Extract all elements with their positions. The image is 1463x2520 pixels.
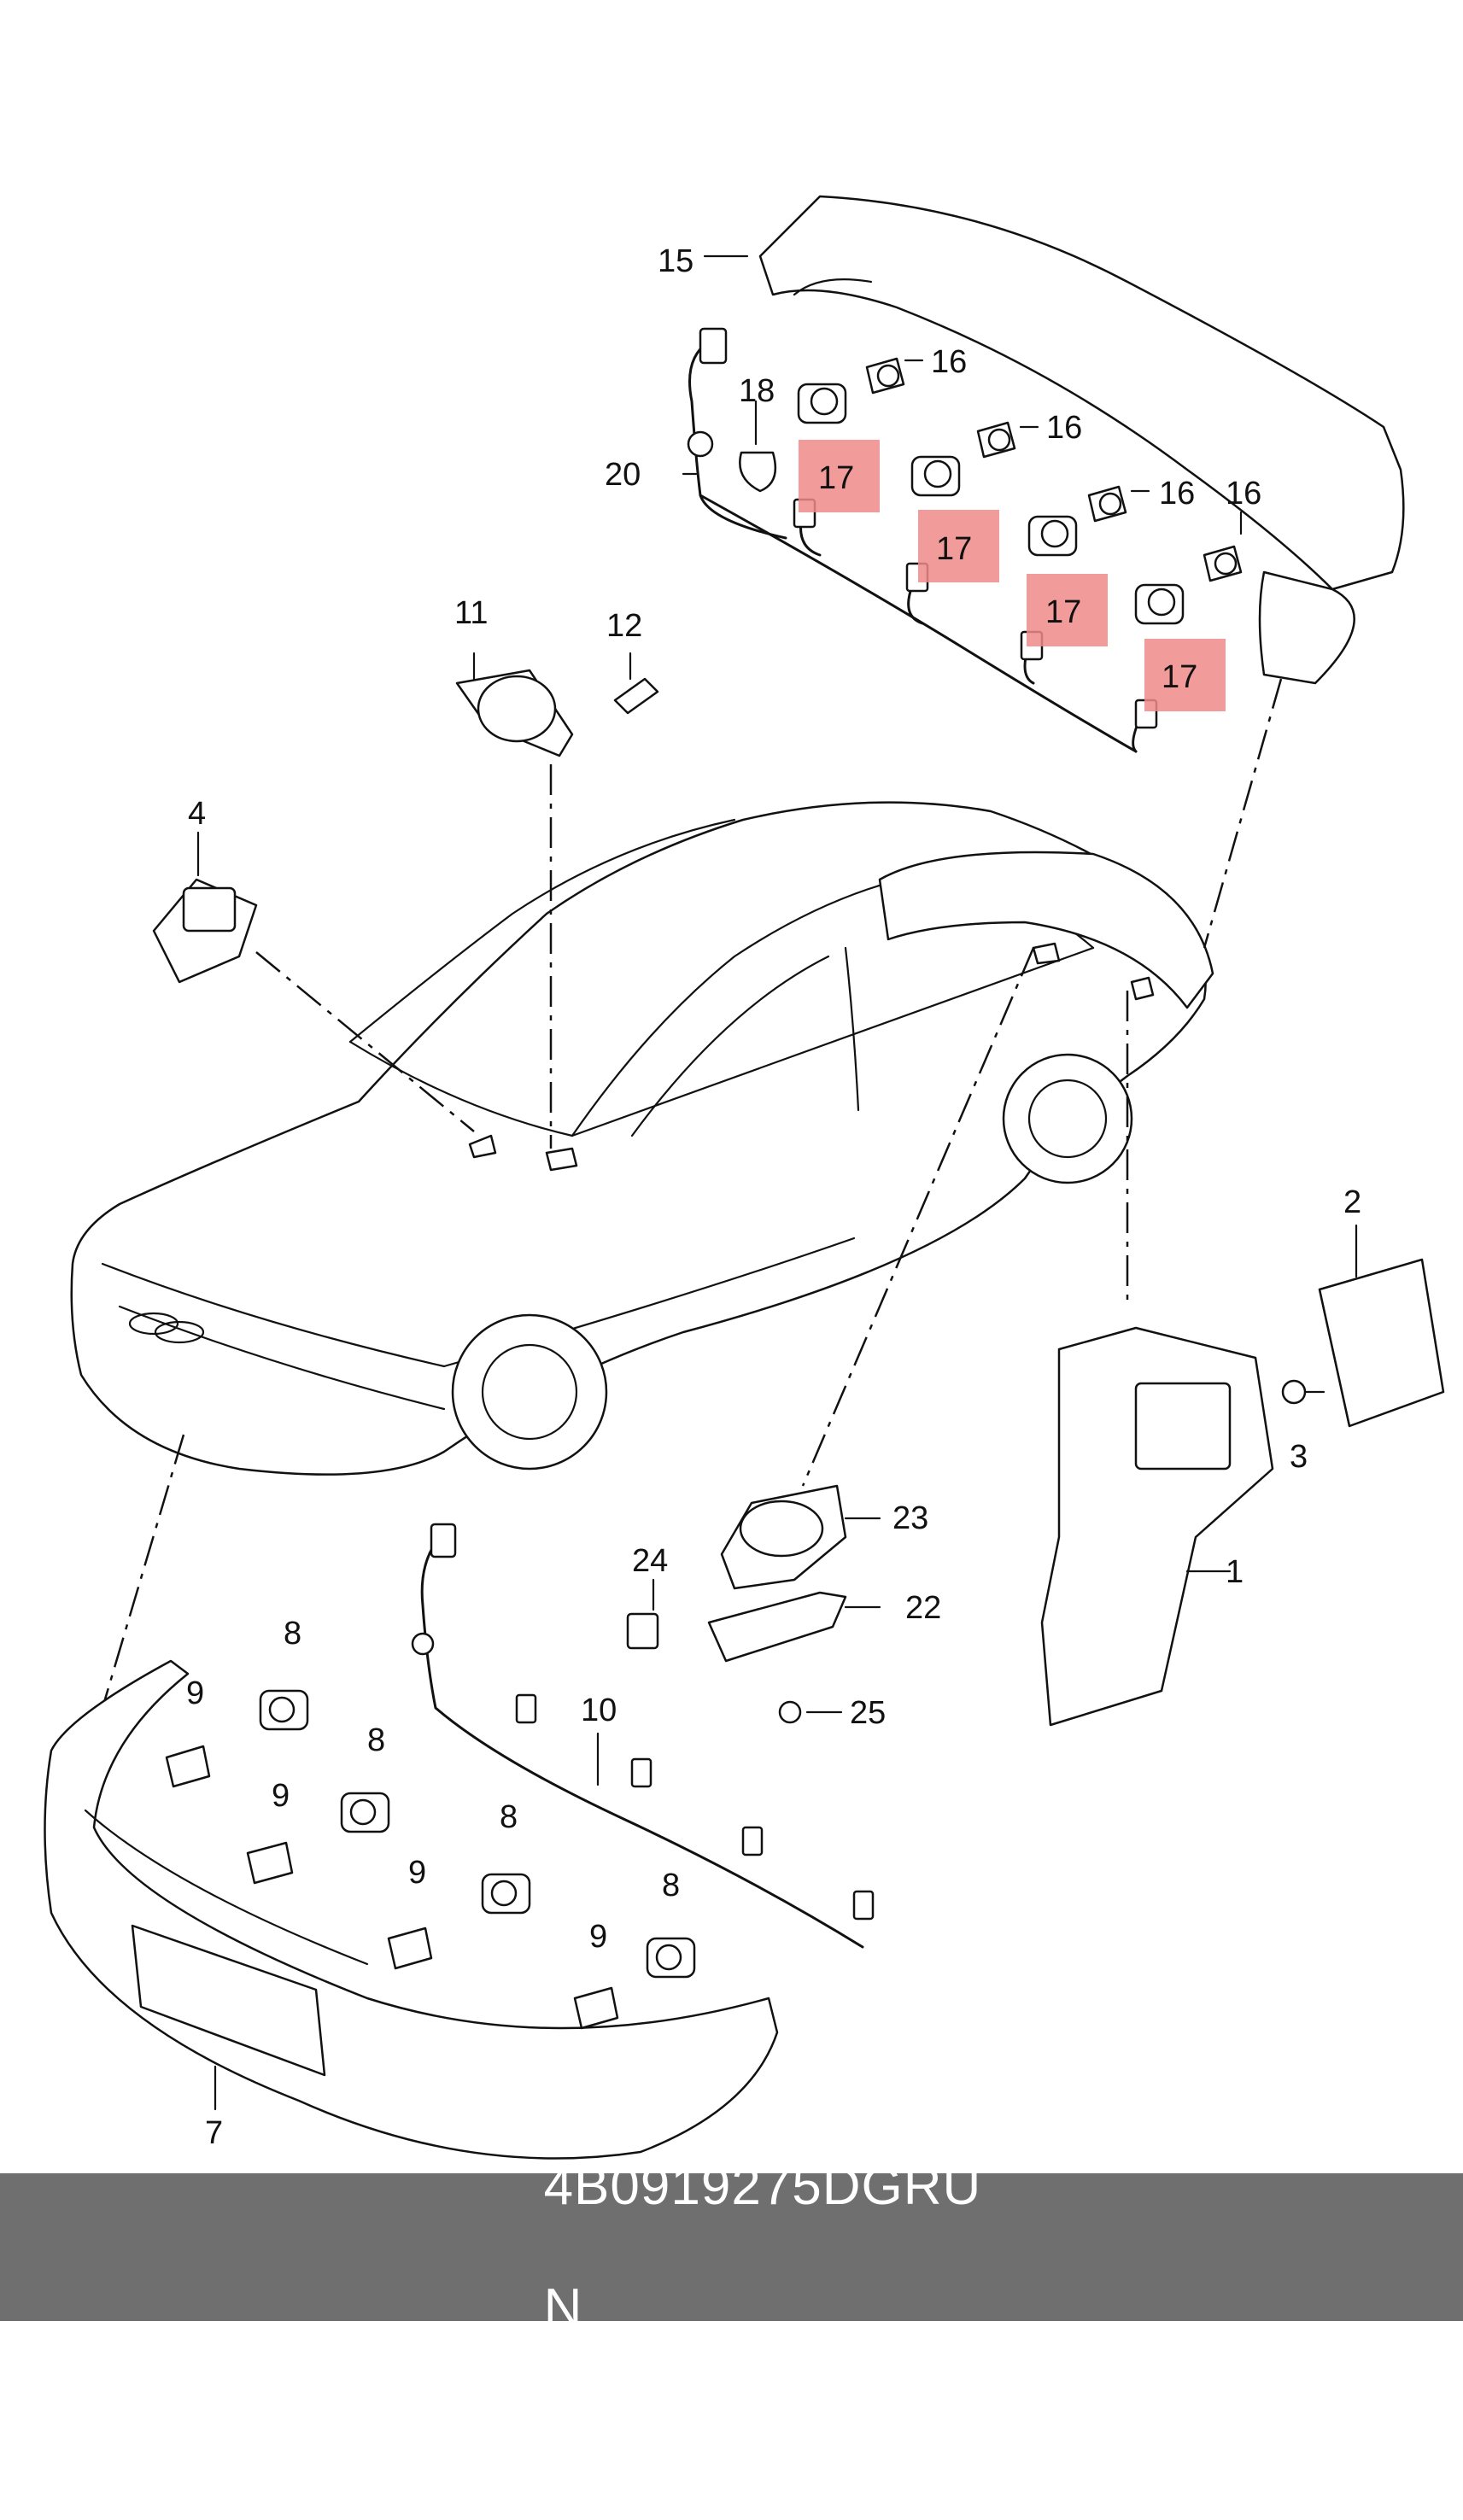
highlight-boxes: [799, 440, 1226, 711]
rear-leaders: [682, 254, 1243, 535]
callout-7: 7: [205, 2115, 223, 2151]
highlight-17-b: [918, 510, 999, 582]
callout-4: 4: [188, 796, 206, 832]
part-number: 4B0919275DGRU: [543, 2157, 982, 2216]
callout-12: 12: [606, 608, 642, 644]
position-prefix: N: [543, 2278, 583, 2337]
holder-9-d: [573, 1986, 619, 2030]
holder-9-a: [165, 1745, 211, 1788]
screw-25: [778, 1700, 843, 1724]
brand-separator: -: [543, 2096, 563, 2155]
part-number-footer: VAG - 4B0919275DGRU N - 17: [0, 2036, 1463, 2459]
holder-16-b: [976, 421, 1016, 459]
front-sensors: [165, 1689, 696, 2030]
bracket-1: [1040, 1326, 1274, 1727]
callout-10: 10: [581, 1693, 617, 1728]
holder-16-c: [1087, 485, 1127, 523]
callout-20: 20: [605, 457, 641, 493]
sensor-8-c: [481, 1873, 531, 1915]
control-module-2: [1318, 1224, 1445, 1428]
callout-17: 17: [1162, 659, 1197, 695]
callout-25: 25: [850, 1695, 886, 1731]
callout-22: 22: [905, 1590, 941, 1626]
rear-bumper-cover: [758, 195, 1405, 685]
callout-3: 3: [1290, 1439, 1308, 1475]
callout-16: 16: [1226, 476, 1261, 512]
clip-24: [626, 1578, 659, 1650]
footer-text: VAG - 4B0919275DGRU N - 17: [482, 1974, 982, 2520]
front-wiring-harness: [411, 1523, 875, 1949]
sensor-17-c: [1027, 515, 1078, 557]
position-number: 17: [543, 2400, 605, 2459]
brand-label: VAG: [543, 2036, 654, 2095]
sensor-8-d: [646, 1937, 696, 1979]
callout-17: 17: [818, 460, 854, 496]
callout-9: 9: [272, 1778, 290, 1814]
sensor-17-b: [910, 455, 961, 497]
callout-8: 8: [284, 1616, 301, 1652]
callout-8: 8: [367, 1722, 385, 1758]
callout-15: 15: [658, 243, 693, 279]
callout-9: 9: [408, 1855, 426, 1891]
holder-9-b: [246, 1841, 294, 1885]
sensor-4: [152, 831, 258, 984]
callout-16: 16: [931, 344, 967, 380]
callout-2: 2: [1343, 1184, 1361, 1220]
callout-8: 8: [500, 1799, 518, 1835]
callout-17: 17: [1045, 594, 1081, 630]
callout-9: 9: [186, 1675, 204, 1711]
holder-9-c: [387, 1927, 433, 1970]
buzzer-11: [455, 652, 574, 757]
callout-18: 18: [739, 373, 775, 409]
callout-16: 16: [1046, 410, 1082, 446]
callout-9: 9: [589, 1919, 607, 1955]
sensor-17-d: [1134, 583, 1185, 625]
position-separator: -: [543, 2339, 563, 2398]
bolt-12: [613, 652, 659, 715]
highlight-17-d: [1144, 639, 1226, 711]
screw-3: [1281, 1379, 1325, 1405]
callout-11: 11: [454, 595, 488, 631]
sensor-17-a: [797, 383, 847, 424]
callout-labels: 15 16 16 16 16 17 17 17 17 18 20 11 12 4…: [186, 243, 1361, 2151]
callout-8: 8: [662, 1868, 680, 1903]
holder-16-a: [865, 357, 905, 395]
car-body: [70, 801, 1214, 1476]
speaker-23: [720, 1484, 881, 1590]
highlight-17-c: [1027, 574, 1108, 646]
highlight-17-a: [799, 440, 880, 512]
callout-17: 17: [936, 531, 972, 567]
sensor-8-a: [259, 1689, 309, 1731]
rear-parking-sensors: [739, 357, 1243, 625]
bracket-22: [707, 1591, 881, 1663]
mount-18: [739, 451, 777, 493]
callout-1: 1: [1226, 1554, 1244, 1590]
front-bumper-cover: [44, 1659, 779, 2160]
holder-16-d: [1203, 545, 1243, 582]
sensor-8-b: [340, 1792, 390, 1833]
callout-24: 24: [632, 1543, 668, 1579]
parts-diagram: 15 16 16 16 16 17 17 17 17 18 20 11 12 4…: [44, 195, 1445, 2160]
callout-23: 23: [892, 1500, 928, 1536]
dash-leaders: [101, 678, 1283, 1709]
callout-16: 16: [1159, 476, 1195, 512]
